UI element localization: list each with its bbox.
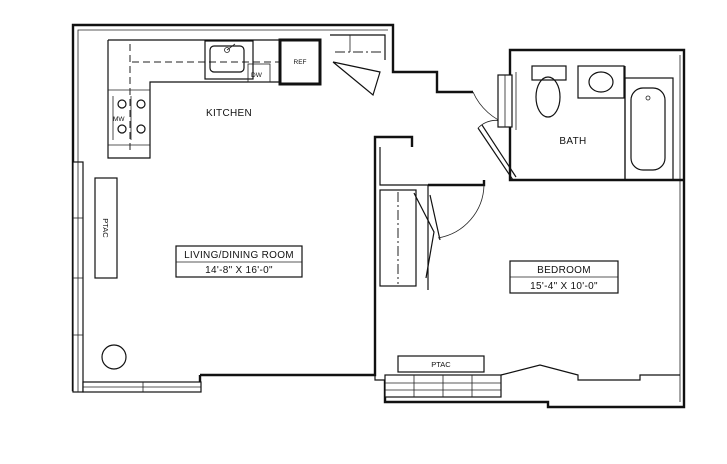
living-room-label: LIVING/DINING ROOM 14'-8" X 16'-0" [175,245,303,278]
living-bottom-wall [200,190,377,377]
bathtub [624,77,674,181]
bedroom-window [384,374,502,398]
kitchen-sink: DW [204,40,271,83]
bedroom-closet [379,189,435,287]
dw-label: DW [251,72,263,79]
bedroom-label: BEDROOM 15'-4" X 10'-0" [509,260,619,294]
living-room-dims: 14'-8" X 16'-0" [205,265,273,276]
ptac-label-living: PTAC [101,218,110,238]
living-room-name: LIVING/DINING ROOM [184,250,294,261]
living-window [72,161,202,393]
toilet [531,65,567,118]
circle-fixture [101,344,127,370]
bath-sink [577,65,625,99]
bedroom-bottom-wall [500,364,680,381]
ptac-label-bedroom: PTAC [431,360,451,369]
bedroom-dims: 15'-4" X 10'-0" [530,281,598,292]
refrigerator: REF [278,38,322,86]
kitchen-label: KITCHEN [206,108,252,119]
bedroom-name: BEDROOM [537,265,591,276]
ptac-unit-bedroom: PTAC [397,355,485,373]
ref-label: REF [294,59,307,66]
entry-closet [330,34,386,97]
bath-label: BATH [559,136,586,147]
bedroom-left-wall [374,290,392,381]
stove-burners: MW [112,96,146,140]
bedroom-door [429,184,485,241]
mw-label: MW [113,116,125,123]
kitchen-counter [107,39,280,159]
hall-partition [373,135,486,290]
ptac-unit-living: PTAC [94,177,118,279]
